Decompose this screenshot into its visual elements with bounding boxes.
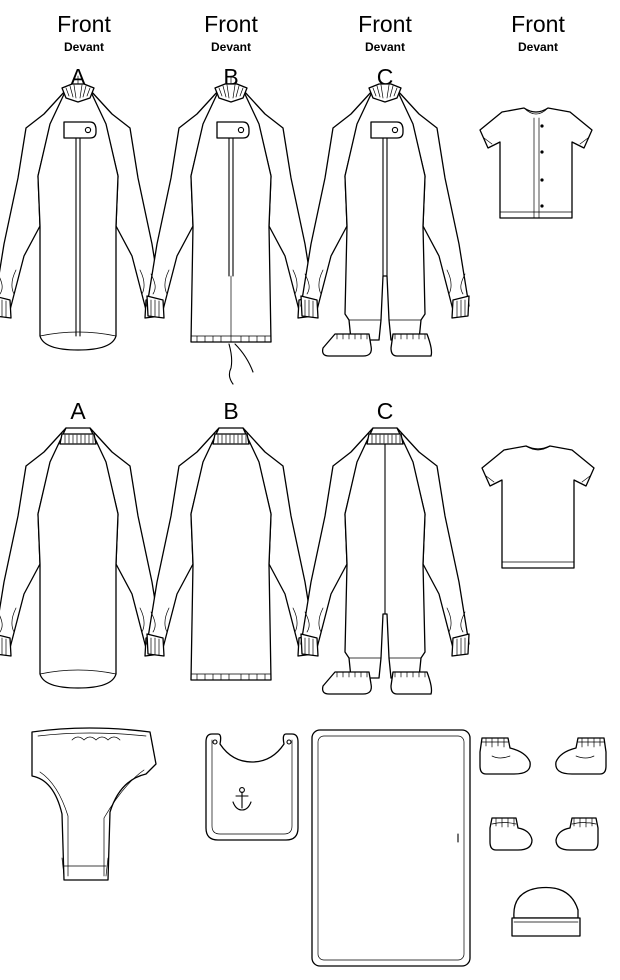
label-back-a: A — [70, 398, 86, 424]
header-2: Front Devant — [204, 11, 258, 54]
header-1-subtitle: Devant — [64, 40, 104, 54]
header-1-title: Front — [57, 11, 111, 37]
garment-c-coverall-back — [300, 427, 470, 695]
blanket — [311, 729, 471, 967]
label-back-c: C — [377, 398, 394, 424]
header-4-subtitle: Devant — [518, 40, 558, 54]
header-3-title: Front — [358, 11, 412, 37]
mittens-pair — [489, 817, 599, 851]
garment-c-coverall-front — [300, 83, 470, 357]
garment-a-sack-back — [0, 427, 163, 689]
label-back-b: B — [223, 398, 238, 424]
garment-a-sack-front — [0, 75, 163, 351]
header-1: Front Devant — [57, 11, 111, 54]
diaper-cover — [31, 727, 157, 881]
header-4: Front Devant — [511, 11, 565, 54]
garment-b-gown-front — [146, 75, 316, 385]
header-2-title: Front — [204, 11, 258, 37]
tshirt-front — [479, 107, 593, 219]
beanie-hat — [511, 886, 581, 937]
bib — [205, 733, 299, 841]
header-4-title: Front — [511, 11, 565, 37]
booties-pair — [479, 737, 607, 775]
anchor-icon — [232, 787, 252, 811]
header-3: Front Devant — [358, 11, 412, 54]
header-2-subtitle: Devant — [211, 40, 251, 54]
header-3-subtitle: Devant — [365, 40, 405, 54]
tshirt-back — [481, 445, 595, 569]
garment-b-gown-back — [146, 427, 316, 681]
